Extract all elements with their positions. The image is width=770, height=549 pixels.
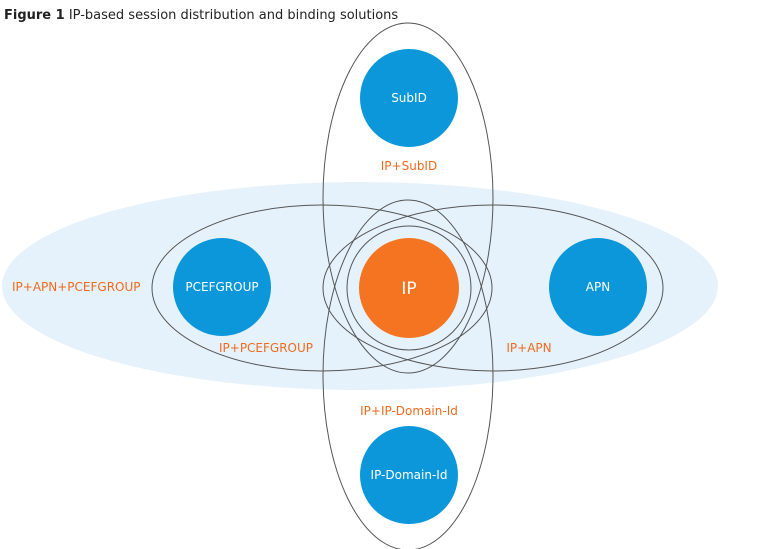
pcefgroup-node [173,238,271,336]
subid-label: SubID [391,91,427,105]
ip-pcefgroup-label: IP+PCEFGROUP [219,341,313,355]
ip-subid-label: IP+SubID [381,159,437,173]
ip-domain-id-label: IP-Domain-Id [371,468,448,482]
apn-label: APN [586,280,610,294]
figure-number: Figure 1 [4,8,65,23]
ip-domain-id-node [360,426,458,524]
pcefgroup-label: PCEFGROUP [185,280,258,294]
ip-ip-domain-id-label: IP+IP-Domain-Id [360,404,458,418]
apn-node [549,238,647,336]
figure-title: IP-based session distribution and bindin… [68,8,399,23]
ip-domain-ellipse [322,199,494,549]
ip-node [359,238,459,338]
ip-apn-pcefgroup-label: IP+APN+PCEFGROUP [12,280,141,294]
subid-node [360,49,458,147]
figure-caption: Figure 1 IP-based session distribution a… [4,8,398,23]
ip-pcefgroup-ellipse [151,204,493,372]
ip-label: IP [401,279,416,299]
ip-apn-label: IP+APN [506,341,551,355]
ip-apn-ellipse [322,204,664,372]
ip-subid-ellipse [322,22,494,374]
ip-ring [346,225,472,351]
